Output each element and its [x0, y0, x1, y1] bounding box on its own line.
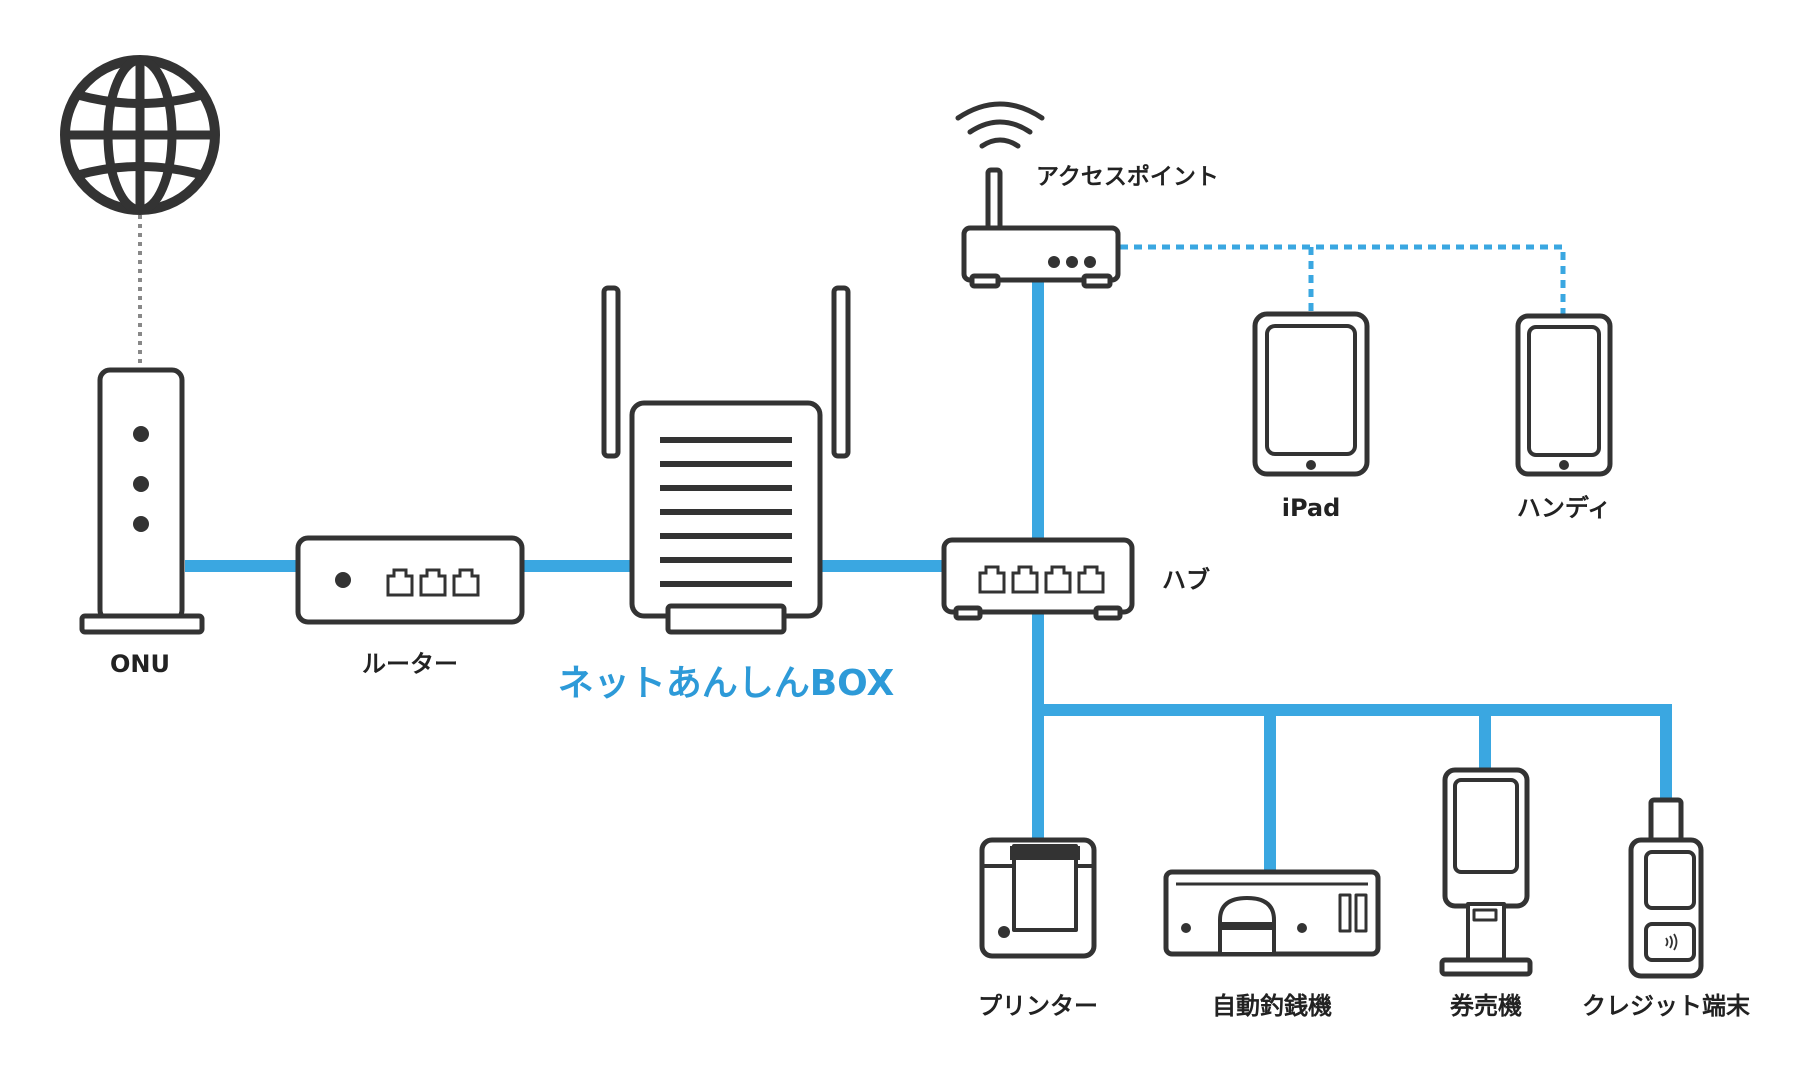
- hub-label: ハブ: [1162, 566, 1210, 594]
- hub-icon: [941, 537, 1135, 621]
- card-terminal-icon: [1628, 797, 1704, 979]
- ipad-label: iPad: [1282, 494, 1341, 522]
- ticket-label: 券売機: [1450, 992, 1522, 1020]
- connections: [138, 215, 1672, 872]
- handy-label: ハンディ: [1517, 494, 1611, 522]
- ap-wireless-link: [1120, 244, 1566, 314]
- onu-label: ONU: [110, 650, 170, 678]
- netbox-icon: [601, 285, 851, 635]
- device-bus-cable: [1038, 704, 1672, 800]
- changer-label: 自動釣銭機: [1212, 992, 1332, 1020]
- printer-label: プリンター: [978, 992, 1098, 1020]
- netbox-label: ネットあんしんBOX: [558, 663, 895, 704]
- globe-icon: [60, 55, 220, 215]
- cash-changer-icon: [1163, 869, 1381, 957]
- handy-terminal-icon: [1515, 313, 1613, 477]
- router-label: ルーター: [362, 650, 458, 678]
- onu-icon: [79, 367, 205, 635]
- wifi-signal-icon: [955, 101, 1045, 149]
- printer-icon: [979, 837, 1097, 959]
- access-point-label: アクセスポイント: [1036, 163, 1219, 190]
- router-icon: [295, 535, 525, 625]
- labels: ONU ルーター ネットあんしんBOX アクセスポイント ハブ iPad ハンデ…: [110, 163, 1751, 1020]
- tablet-icon: [1252, 311, 1370, 477]
- credit-label: クレジット端末: [1582, 992, 1751, 1020]
- access-point-icon: [955, 101, 1121, 289]
- ticket-machine-icon: [1439, 767, 1533, 977]
